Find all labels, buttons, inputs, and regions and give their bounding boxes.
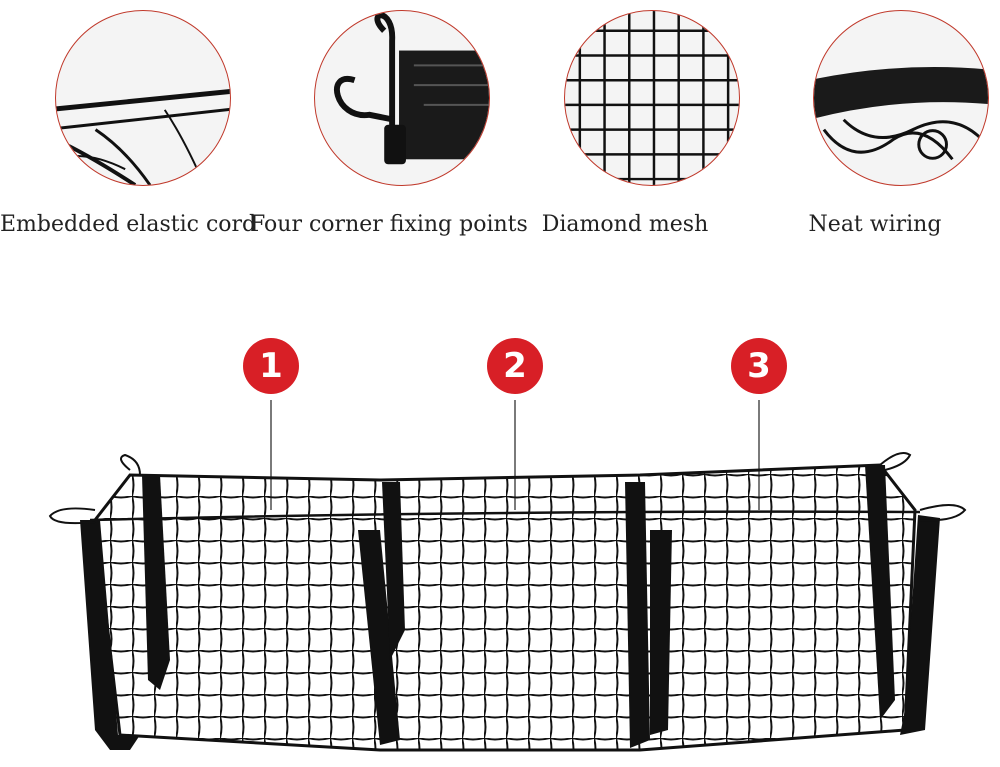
feature-corner-fixing: Four corner fixing points — [250, 0, 528, 250]
corner-loop-closeup-icon — [314, 10, 490, 186]
feature-elastic-cord: Embedded elastic cord — [0, 0, 257, 250]
elastic-cord-closeup-icon — [55, 10, 231, 186]
compartment-badge-2: 2 — [487, 338, 543, 394]
feature-caption: Four corner fixing points — [250, 212, 528, 237]
compartment-badge-3: 3 — [731, 338, 787, 394]
feature-neat-wiring: Neat wiring — [750, 0, 1000, 250]
feature-caption: Diamond mesh — [541, 212, 709, 237]
mesh-closeup-icon — [564, 10, 740, 186]
cargo-net-image — [48, 452, 967, 752]
compartment-badge-1: 1 — [243, 338, 299, 394]
leader-line-1 — [270, 400, 272, 510]
feature-diamond-mesh: Diamond mesh — [500, 0, 750, 250]
feature-caption: Neat wiring — [808, 212, 942, 237]
leader-line-2 — [514, 400, 516, 510]
leader-line-3 — [758, 400, 760, 510]
feature-caption: Embedded elastic cord — [0, 212, 257, 237]
wiring-closeup-icon — [813, 10, 989, 186]
